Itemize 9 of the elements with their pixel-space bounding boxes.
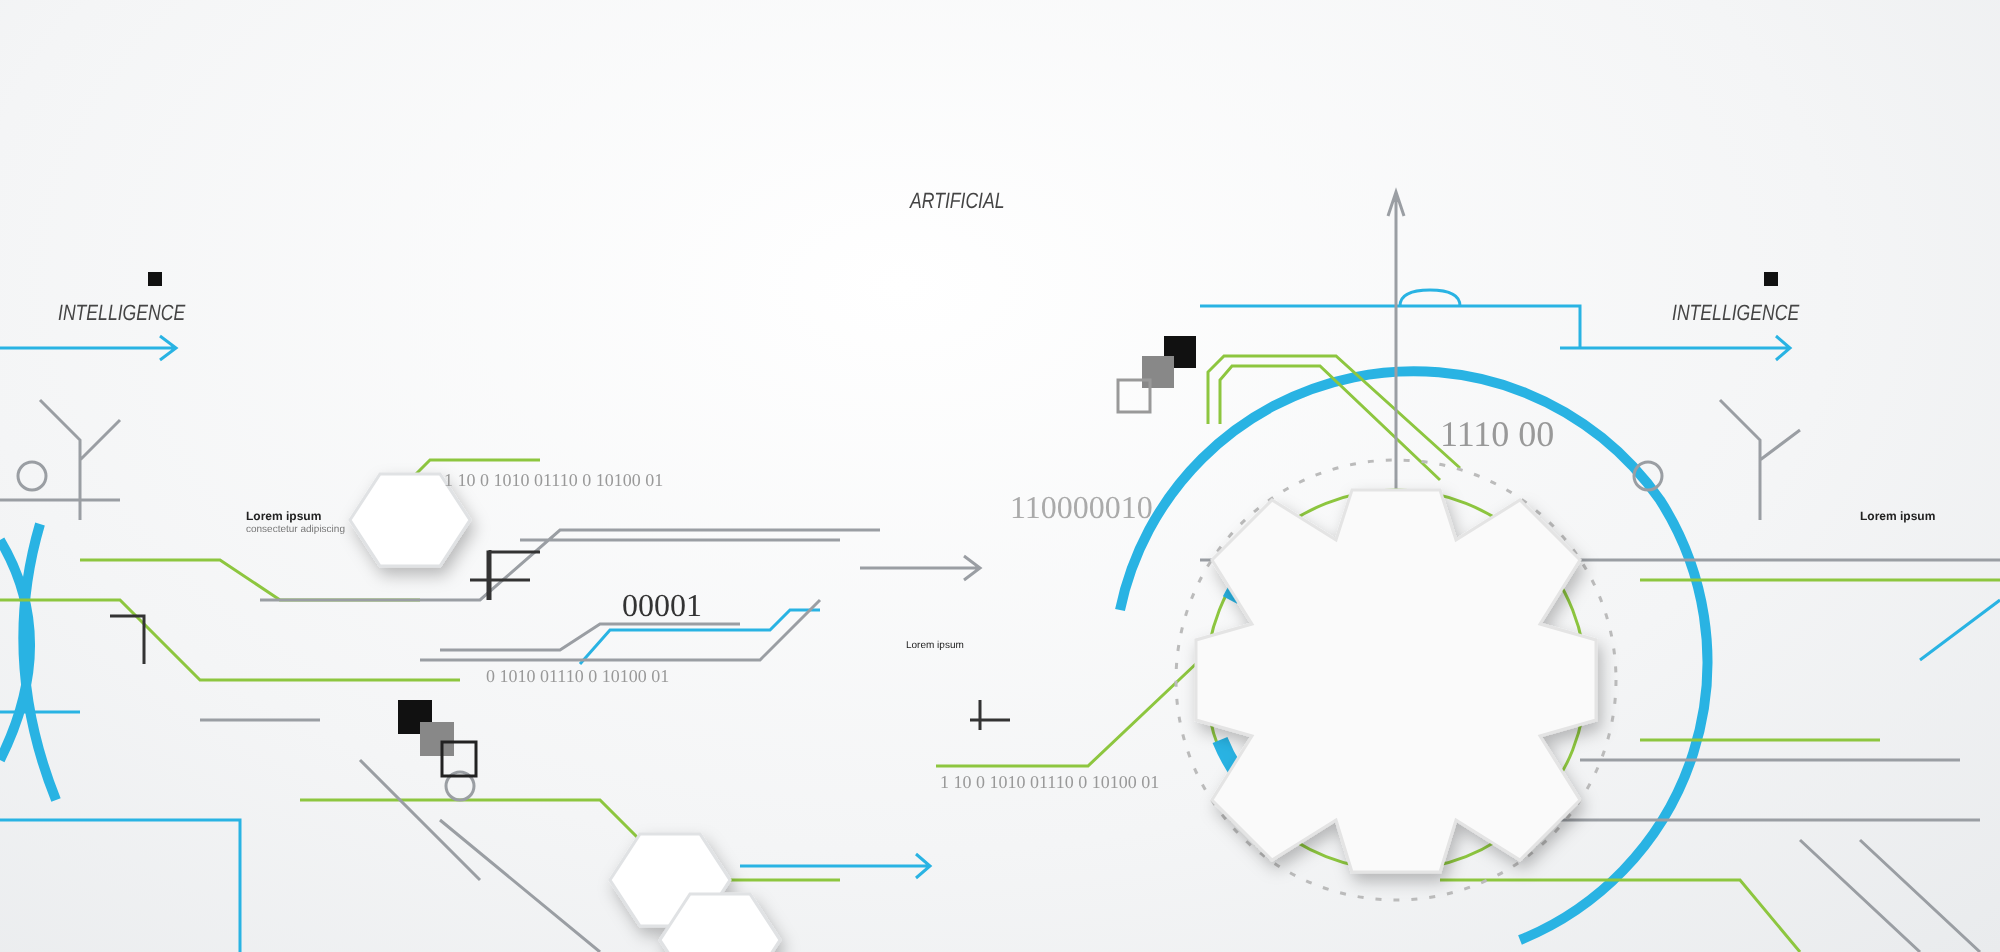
binary-digits: 00001 — [622, 592, 702, 624]
heading-text: ARTIFICIAL — [910, 192, 1005, 214]
binary-digits: 0 1010 01110 0 10100 01 — [486, 668, 670, 686]
binary-digits: 110000010 — [1010, 494, 1153, 526]
binary-digits: 1 10 0 1010 01110 0 10100 01 — [940, 774, 1160, 792]
binary-digits: 1110 00 — [1440, 416, 1555, 452]
heading-text: INTELLIGENCE — [1672, 304, 1800, 326]
binary-digits: 1 10 0 1010 01110 0 10100 01 — [444, 472, 664, 490]
heading-text: INTELLIGENCE — [58, 304, 186, 326]
